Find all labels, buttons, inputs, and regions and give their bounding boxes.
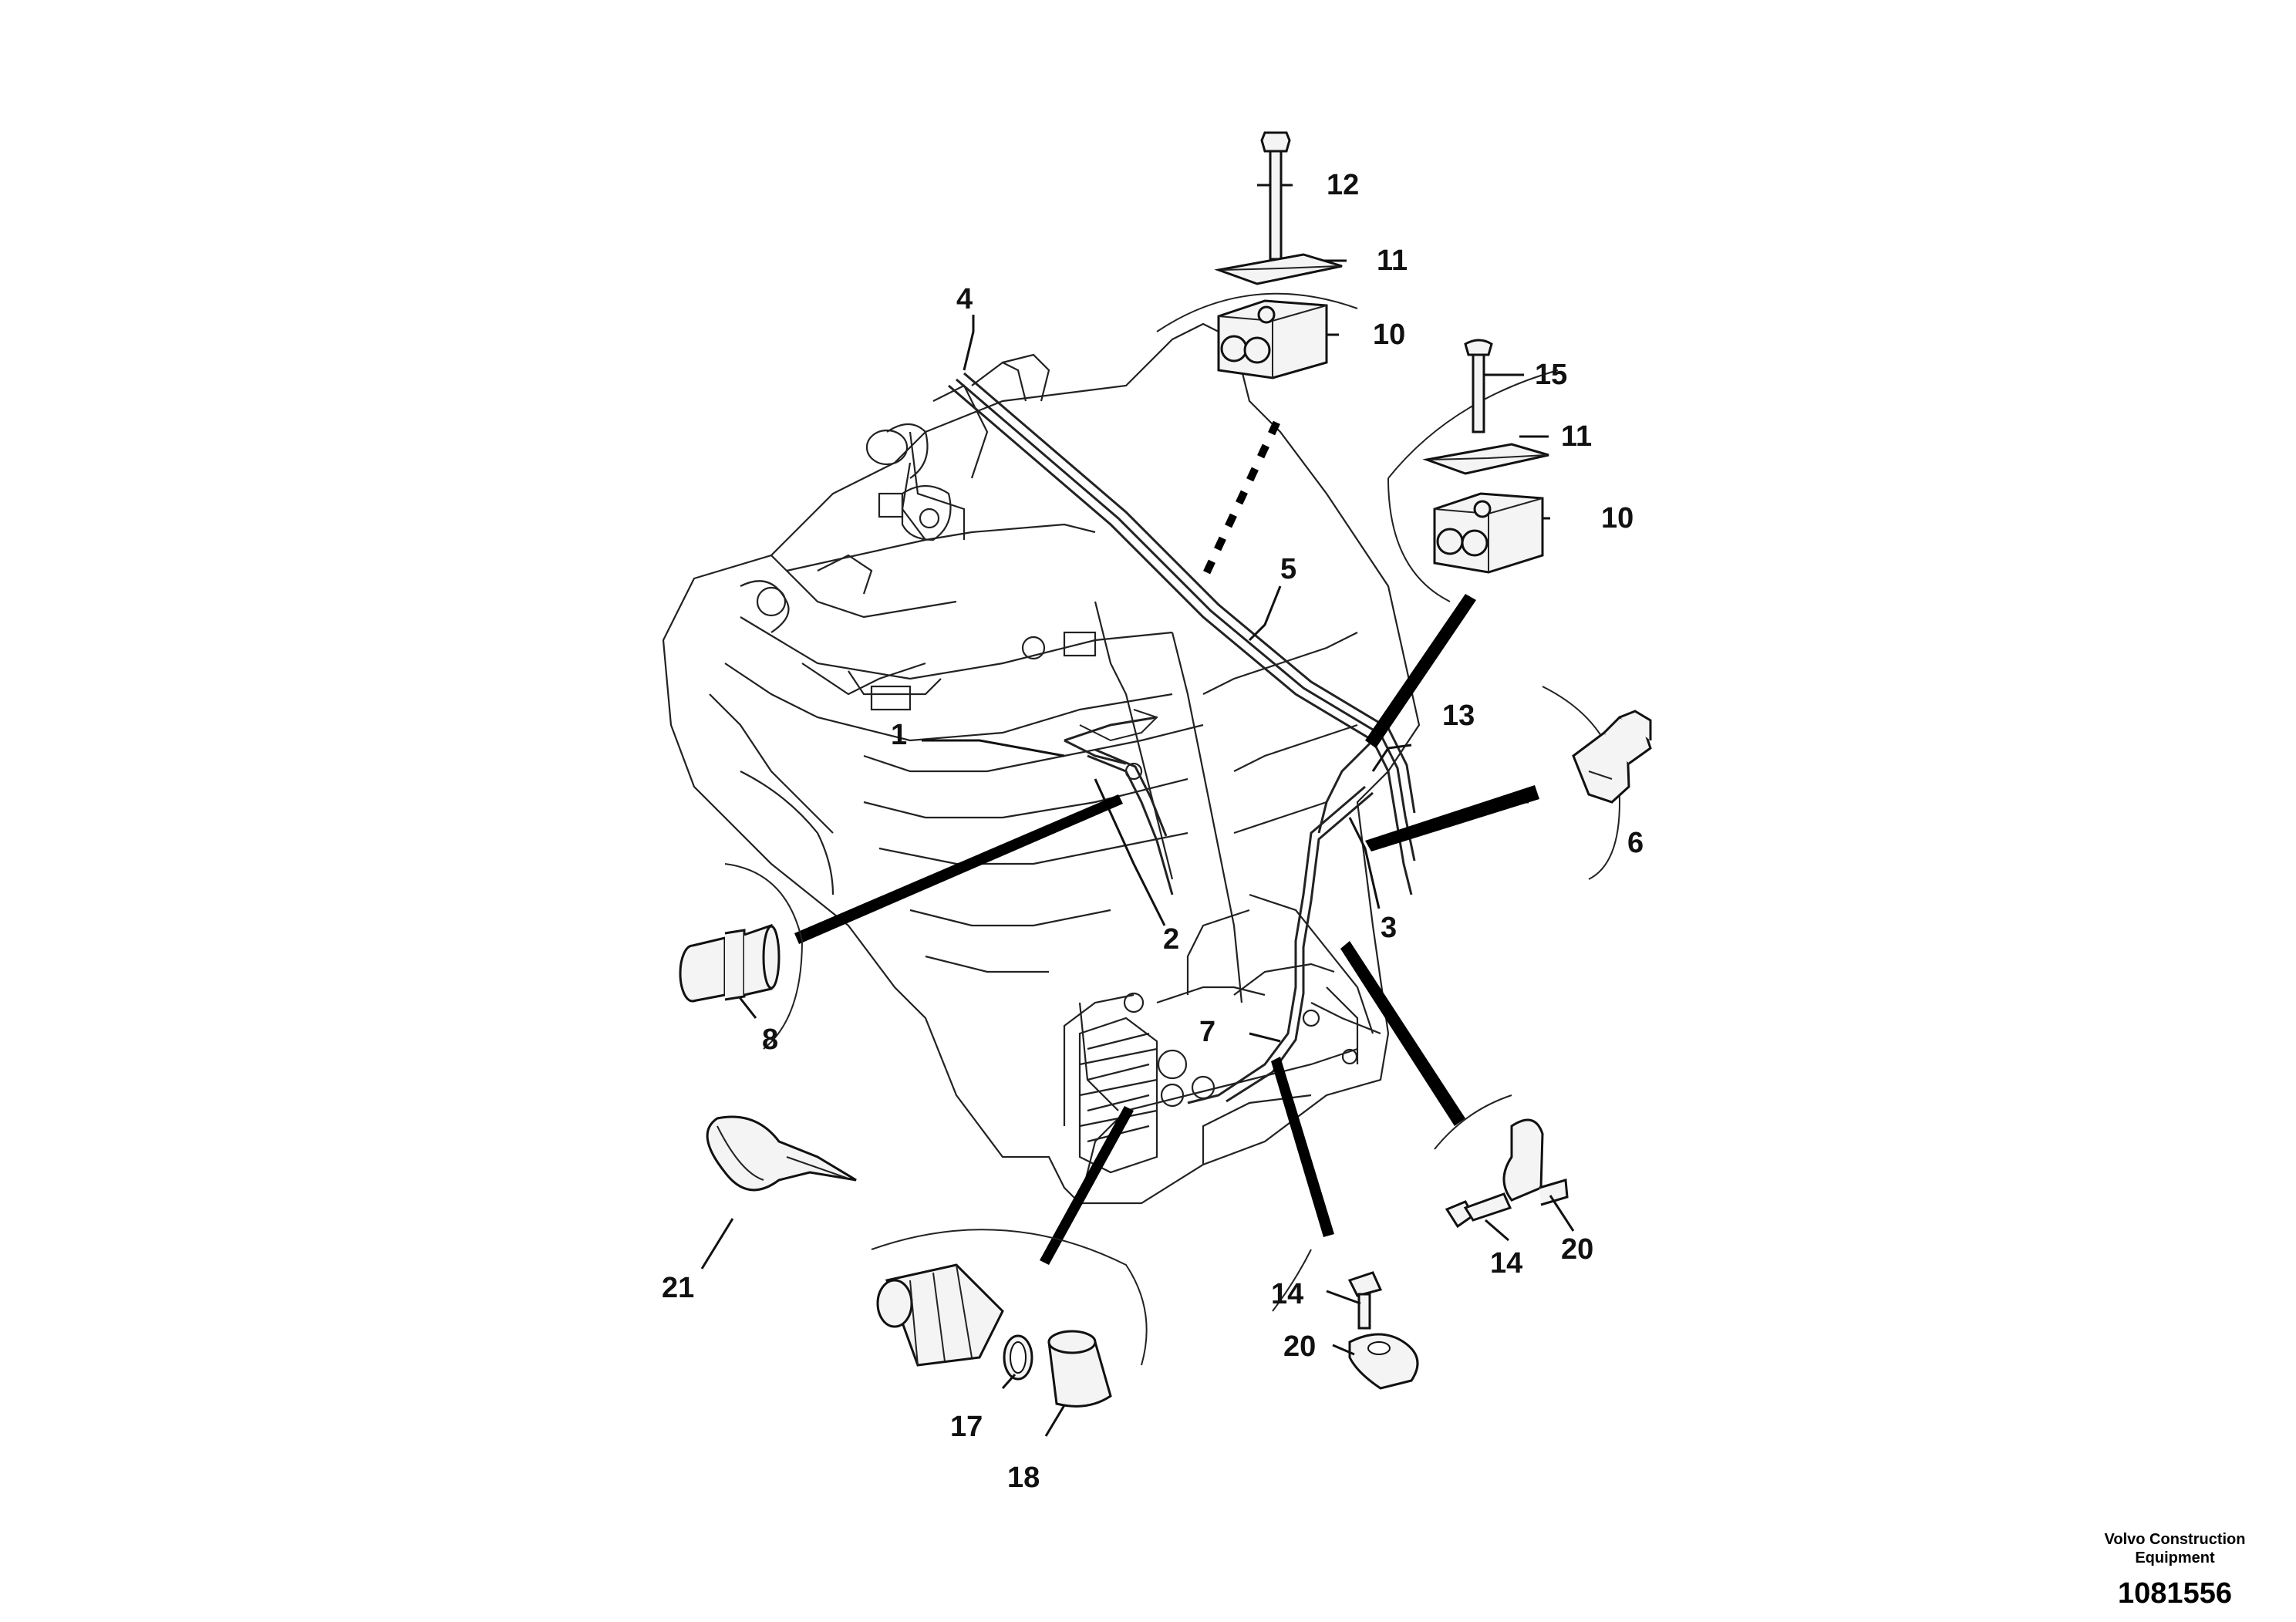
- callout-6: 6: [1627, 827, 1644, 859]
- callout-4: 4: [956, 283, 973, 315]
- callout-17: 17: [950, 1411, 983, 1443]
- callout-20b: 20: [1561, 1233, 1593, 1266]
- callout-1: 1: [891, 719, 907, 751]
- callout-20a: 20: [1283, 1330, 1316, 1363]
- callout-13: 13: [1442, 700, 1475, 732]
- clamp-block-10b-icon: [1433, 492, 1544, 574]
- callout-2: 2: [1163, 923, 1179, 956]
- valve-block: [1078, 992, 1215, 1174]
- o-ring-17-icon: [1003, 1334, 1033, 1381]
- detail-pointer-beams: [794, 420, 1539, 1265]
- callout-3: 3: [1381, 912, 1397, 944]
- elbow-fitting-6-icon: [1572, 710, 1652, 804]
- bolt-15-icon: [1464, 339, 1493, 433]
- callout-7: 7: [1199, 1016, 1215, 1048]
- sleeve-18-icon: [1047, 1330, 1112, 1408]
- plate-11b-icon: [1422, 443, 1549, 475]
- bolt-14b-icon: [1445, 1192, 1512, 1229]
- detail-arcs: [724, 292, 1621, 1366]
- machine-frame: [662, 322, 1421, 1205]
- bolt-12-icon: [1260, 131, 1291, 261]
- clip-20a-icon: [1348, 1333, 1419, 1390]
- clip-20b-icon: [1502, 1118, 1569, 1206]
- callout-11a: 11: [1377, 244, 1408, 277]
- callout-10a: 10: [1373, 319, 1405, 351]
- callout-15: 15: [1535, 359, 1567, 391]
- callout-21: 21: [662, 1272, 694, 1304]
- callout-8: 8: [762, 1023, 778, 1056]
- hydraulic-lines: [948, 372, 1416, 1104]
- cable-tie-21-icon: [706, 1115, 857, 1192]
- label-leaders: [700, 996, 1575, 1437]
- drawing-number: 1081556: [2118, 1577, 2232, 1610]
- coupling-8-icon: [679, 923, 781, 1003]
- callout-10b: 10: [1601, 502, 1633, 534]
- callouts: 1 2 3 4 5 6 7 8 10 10 11 11 12 13 14 14 …: [662, 169, 1644, 1494]
- callout-18: 18: [1007, 1462, 1040, 1494]
- credit-company-line1: Volvo Construction: [2105, 1531, 2246, 1548]
- sensor-icon: [876, 1263, 1004, 1367]
- callout-14b: 14: [1490, 1247, 1522, 1280]
- callout-5: 5: [1280, 553, 1296, 585]
- credit-company-line2: Equipment: [2135, 1549, 2215, 1566]
- callout-14a: 14: [1271, 1278, 1303, 1310]
- plate-11a-icon: [1214, 253, 1343, 285]
- bolt-14a-icon: [1347, 1271, 1383, 1330]
- callout-11b: 11: [1561, 420, 1592, 453]
- clamp-block-10a-icon: [1217, 299, 1328, 379]
- callout-12: 12: [1327, 169, 1359, 201]
- beam-dashes-upper: [1203, 420, 1280, 575]
- credit-block: Volvo Construction Equipment 1081556: [2105, 1531, 2246, 1610]
